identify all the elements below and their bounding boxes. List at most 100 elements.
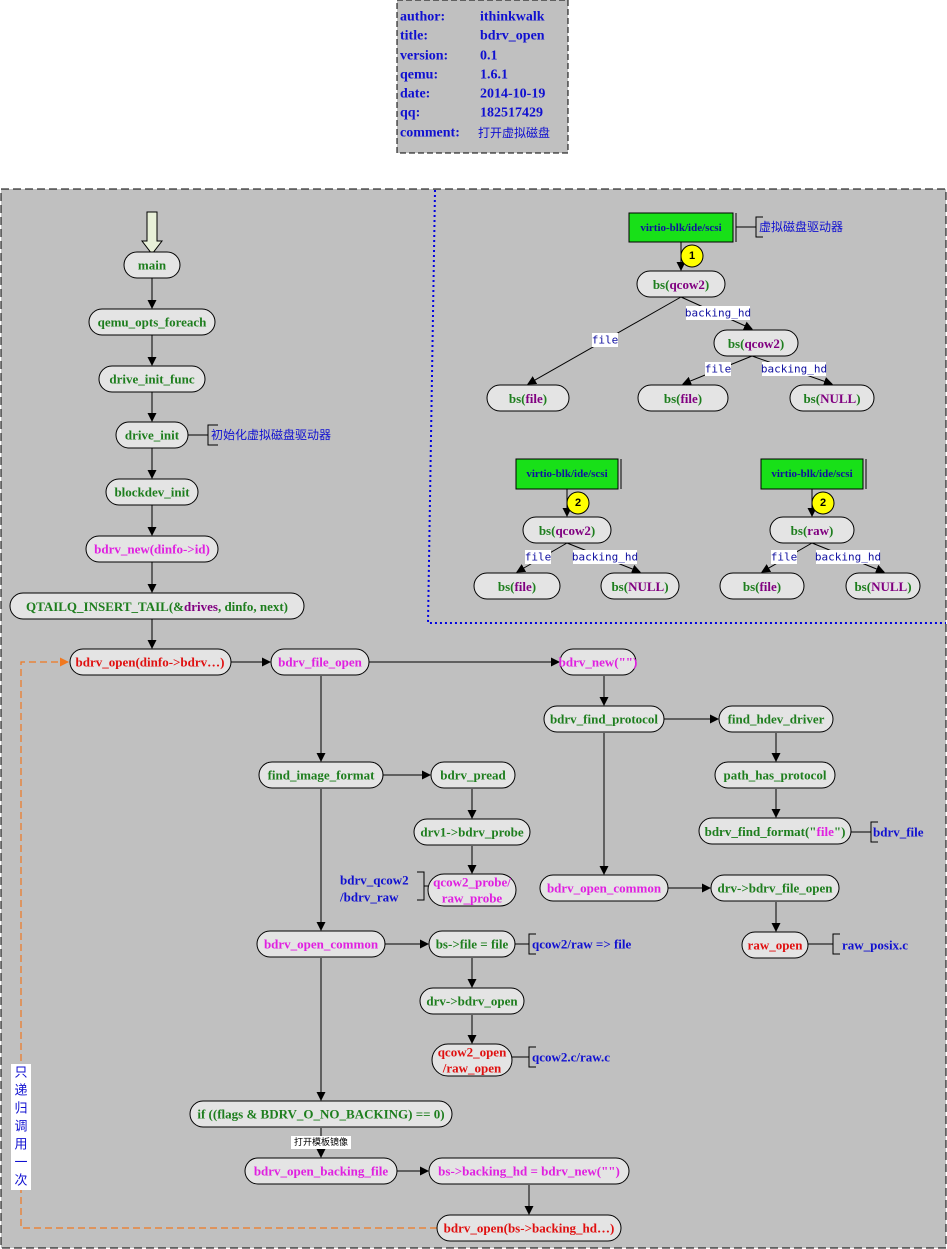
note-qcow2-raw-file: qcow2/raw => file xyxy=(532,937,632,952)
tree-node-bs-file: bs(file) xyxy=(719,572,805,600)
note-bdrv-raw: /bdrv_raw xyxy=(339,890,399,905)
node-bdrv-pread: bdrv_pread xyxy=(430,761,516,789)
node-bs-file: bs->file = file xyxy=(428,930,516,958)
meta-key-title: title: xyxy=(400,29,428,44)
node-bdrv-file-open: bdrv_file_open xyxy=(270,648,370,676)
svg-text:bs(file): bs(file) xyxy=(743,579,781,594)
node-bdrv-open-backing-file-label: bdrv_open_backing_file xyxy=(254,1164,389,1179)
node-bdrv-new-empty-label: bdrv_new("") xyxy=(559,655,638,670)
tree-bs-value: raw xyxy=(807,523,829,538)
tree-bs-prefix: bs( xyxy=(539,523,556,538)
tree-bs-suffix: ) xyxy=(532,579,536,594)
node-qcow2-probe: qcow2_probe/ raw_probe xyxy=(427,873,517,907)
tree-bs-value: qcow2 xyxy=(555,523,590,538)
tree-bs-prefix: bs( xyxy=(611,579,628,594)
node-find-image-format: find_image_format xyxy=(258,761,384,789)
tree-node-bs-qcow2: bs(qcow2) xyxy=(522,516,612,544)
qtailq-drives: drives xyxy=(184,599,218,614)
tree-bs-value: qcow2 xyxy=(744,336,779,351)
meta-value-title: bdrv_open xyxy=(480,29,545,44)
tree-bs-suffix: ) xyxy=(856,391,860,406)
tree-node-bs-qcow2: bs(qcow2) xyxy=(636,270,726,298)
node-bs-file-label: bs->file = file xyxy=(436,937,509,952)
entry-arrow xyxy=(140,211,164,255)
node-bdrv-open-common-left: bdrv_open_common xyxy=(256,930,386,958)
node-path-has-protocol-label: path_has_protocol xyxy=(723,768,826,783)
edge-label-file: file xyxy=(525,551,552,564)
tree-node-bs-file: bs(file) xyxy=(473,572,561,600)
svg-text:bs(NULL): bs(NULL) xyxy=(611,579,668,594)
tree-1: file backing_hd file backing_hd virtio-b… xyxy=(486,212,875,412)
meta-value-qq: 182517429 xyxy=(480,106,543,121)
tree-bs-suffix: ) xyxy=(777,579,781,594)
node-qcow2-probe-line2: raw_probe xyxy=(442,891,503,906)
node-qcow2-open: qcow2_open /raw_open xyxy=(431,1043,513,1077)
device-label: virtio-blk/ide/scsi xyxy=(771,468,852,480)
meta-key-qq: qq: xyxy=(400,106,420,121)
node-qcow2-open-line2: /raw_open xyxy=(442,1061,502,1076)
node-bdrv-open-backing-hd: bdrv_open(bs->backing_hd…) xyxy=(436,1214,622,1242)
node-drv-bdrv-open-label: drv->bdrv_open xyxy=(426,994,518,1009)
recursion-char: 用 xyxy=(14,1138,27,1153)
tree-node-bs-raw: bs(raw) xyxy=(769,516,855,544)
tree-bs-suffix: ) xyxy=(780,336,784,351)
recursion-char: 调 xyxy=(14,1120,27,1135)
tree-bs-value: NULL xyxy=(871,579,907,594)
svg-text:bs(NULL): bs(NULL) xyxy=(803,391,860,406)
node-drive-init-label: drive_init xyxy=(125,428,180,443)
qtailq-prefix: QTAILQ_INSERT_TAIL(& xyxy=(26,599,184,614)
node-bdrv-open-common-right: bdrv_open_common xyxy=(539,874,669,902)
meta-value-date: 2014-10-19 xyxy=(480,87,545,102)
meta-box: author: ithinkwalk title: bdrv_open vers… xyxy=(396,0,569,154)
tree-bs-value: file xyxy=(759,579,777,594)
node-bdrv-new-id: bdrv_new(dinfo->id) xyxy=(85,535,219,563)
node-bdrv-find-format: bdrv_find_format("file") xyxy=(698,817,852,845)
tree-bs-suffix: ) xyxy=(829,523,833,538)
node-drv-bdrv-file-open: drv->bdrv_file_open xyxy=(710,874,840,902)
tree-bs-suffix: ) xyxy=(664,579,668,594)
tree-bs-value: file xyxy=(680,391,698,406)
edge-label-backing-hd: backing_hd xyxy=(572,551,638,564)
edge-label-file: file xyxy=(705,363,732,376)
tree-bs-suffix: ) xyxy=(907,579,911,594)
tree-bs-prefix: bs( xyxy=(498,579,515,594)
node-bdrv-open-common-right-label: bdrv_open_common xyxy=(547,881,662,896)
tree-bs-value: file xyxy=(514,579,532,594)
node-bdrv-find-protocol: bdrv_find_protocol xyxy=(543,705,665,733)
note-raw-posix: raw_posix.c xyxy=(842,938,908,953)
svg-text:bs(qcow2): bs(qcow2) xyxy=(539,523,595,538)
device-label: virtio-blk/ide/scsi xyxy=(526,468,607,480)
node-find-image-format-label: find_image_format xyxy=(268,768,376,783)
node-bdrv-open-backing-file: bdrv_open_backing_file xyxy=(244,1157,398,1185)
tree-bs-suffix: ) xyxy=(543,391,547,406)
meta-key-version: version: xyxy=(400,49,448,64)
node-bdrv-open-dinfo: bdrv_open(dinfo->bdrv…) xyxy=(69,648,232,676)
tree-node-bs-null: bs(NULL) xyxy=(789,384,875,412)
node-drv1-bdrv-probe-label: drv1->bdrv_probe xyxy=(420,825,523,840)
node-path-has-protocol: path_has_protocol xyxy=(714,761,836,789)
tree-bs-value: NULL xyxy=(820,391,856,406)
node-drv-bdrv-file-open-label: drv->bdrv_file_open xyxy=(717,881,833,896)
node-if-flags-label: if ((flags & BDRV_O_NO_BACKING) == 0) xyxy=(197,1107,444,1122)
node-qtailq: QTAILQ_INSERT_TAIL(&drives, dinfo, next) xyxy=(9,592,305,620)
device-label: virtio-blk/ide/scsi xyxy=(640,222,721,234)
node-drive-init-func-label: drive_init_func xyxy=(109,372,194,387)
tree-node-bs-qcow2-backing: bs(qcow2) xyxy=(713,329,799,357)
tree-bs-prefix: bs( xyxy=(803,391,820,406)
node-bdrv-new-id-label: bdrv_new(dinfo->id) xyxy=(94,542,210,557)
recursion-note: 只 递 归 调 用 一 次 xyxy=(11,1064,31,1190)
node-qemu-opts-foreach: qemu_opts_foreach xyxy=(88,308,216,336)
note-bdrv-file: bdrv_file xyxy=(873,825,924,840)
tree-node-bs-file: bs(file) xyxy=(486,384,570,412)
tree-bs-prefix: bs( xyxy=(743,579,760,594)
recursion-arrow xyxy=(20,657,437,1229)
tree-bs-suffix: ) xyxy=(698,391,702,406)
svg-text:bs(NULL): bs(NULL) xyxy=(854,579,911,594)
device-box xyxy=(515,458,619,490)
node-drive-init-func: drive_init_func xyxy=(98,365,206,393)
badge-2-label: 2 xyxy=(820,497,826,509)
node-drv1-bdrv-probe: drv1->bdrv_probe xyxy=(413,818,531,846)
node-bs-backing-hd-label: bs->backing_hd = bdrv_new("") xyxy=(438,1164,620,1179)
meta-value-version: 0.1 xyxy=(480,49,498,64)
tree-3: file backing_hd virtio-blk/ide/scsi 2 bs… xyxy=(719,458,921,600)
